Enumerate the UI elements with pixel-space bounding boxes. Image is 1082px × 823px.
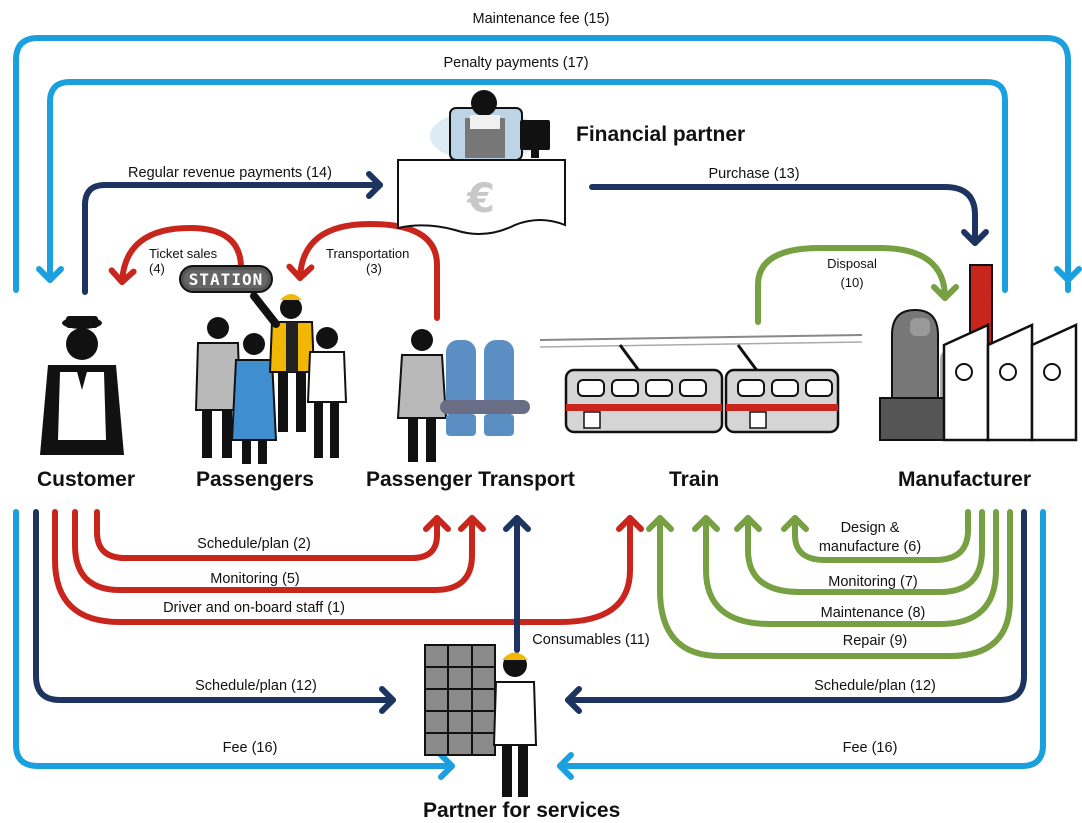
repair-9-arrow xyxy=(646,509,1013,659)
label-schedule-plan-12-right: Schedule/plan (12) xyxy=(814,678,936,694)
label-monitoring-7: Monitoring (7) xyxy=(828,574,917,590)
label-fee-16-right: Fee (16) xyxy=(843,740,898,756)
label-ticket-sales: Ticket sales xyxy=(149,246,218,261)
label-transportation-num: (3) xyxy=(366,261,382,276)
train-icon xyxy=(539,334,863,434)
label-regular-revenue: Regular revenue payments (14) xyxy=(128,165,332,181)
schedule-plan-12-right-arrow xyxy=(565,509,1027,714)
transportation-arrow xyxy=(286,220,440,321)
schedule-plan-12-left-arrow xyxy=(33,509,396,714)
station-sign-label: STATION xyxy=(189,270,263,289)
label-monitoring-5: Monitoring (5) xyxy=(210,571,299,587)
label-maintenance-8: Maintenance (8) xyxy=(821,605,926,621)
actor-passenger-transport: Passenger Transport xyxy=(366,468,575,491)
fee-16-right-arrow xyxy=(557,509,1046,780)
actor-partner-services: Partner for services xyxy=(423,799,620,822)
label-design: Design & xyxy=(841,520,900,536)
actor-customer: Customer xyxy=(37,468,135,491)
schedule-plan-2-arrow xyxy=(94,509,451,561)
maintenance-8-arrow xyxy=(692,509,999,627)
label-disposal-num: (10) xyxy=(840,275,863,290)
label-driver-staff: Driver and on-board staff (1) xyxy=(163,600,345,616)
label-penalty-payments: Penalty payments (17) xyxy=(443,55,588,71)
label-purchase: Purchase (13) xyxy=(708,166,799,182)
partner-services-icon xyxy=(424,644,538,797)
actor-financial-partner: Financial partner xyxy=(576,123,745,146)
label-disposal: Disposal xyxy=(827,256,877,271)
label-fee-16-left: Fee (16) xyxy=(223,740,278,756)
driver-staff-arrow xyxy=(52,509,644,625)
label-maintenance-fee: Maintenance fee (15) xyxy=(472,11,609,27)
label-transportation: Transportation xyxy=(326,246,409,261)
design-manufacture-arrow xyxy=(781,509,971,563)
label-schedule-plan-12-left: Schedule/plan (12) xyxy=(195,678,317,694)
financial-partner-icon: € xyxy=(397,90,566,235)
label-ticket-sales-num: (4) xyxy=(149,261,165,276)
purchase-arrow xyxy=(589,184,989,246)
maintenance-fee-arrow xyxy=(13,35,1071,293)
actor-passengers: Passengers xyxy=(196,468,314,491)
regular-revenue-arrow xyxy=(82,171,383,295)
actor-manufacturer: Manufacturer xyxy=(898,468,1031,491)
station-sign: STATION xyxy=(179,265,273,293)
passengers-icon xyxy=(194,292,348,464)
monitoring-5-arrow xyxy=(72,509,486,593)
penalty-payments-arrow xyxy=(36,79,1008,293)
label-repair-9: Repair (9) xyxy=(843,633,907,649)
customer-icon xyxy=(40,316,124,455)
label-consumables: Consumables (11) xyxy=(532,632,649,648)
manufacturer-icon xyxy=(879,264,1078,442)
monitoring-7-arrow xyxy=(734,509,985,595)
euro-symbol: € xyxy=(466,176,495,222)
passenger-transport-icon xyxy=(396,329,530,462)
label-schedule-plan-2: Schedule/plan (2) xyxy=(197,536,311,552)
label-design-manufacture: manufacture (6) xyxy=(819,539,921,555)
ticket-sales-arrow xyxy=(108,224,244,285)
fee-16-left-arrow xyxy=(13,509,455,780)
disposal-arrow xyxy=(755,245,959,325)
actor-train: Train xyxy=(669,468,719,491)
